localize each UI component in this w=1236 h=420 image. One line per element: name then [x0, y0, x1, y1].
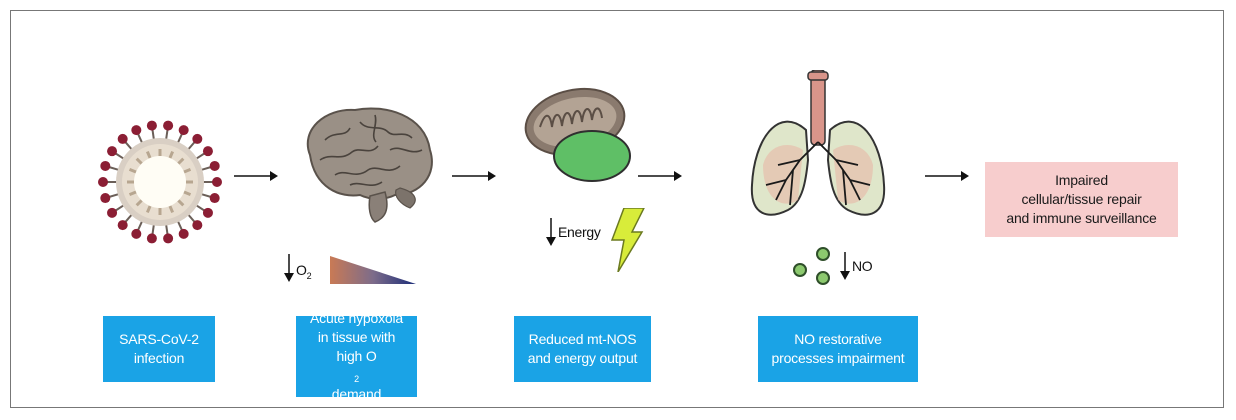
virus-spike [131, 229, 141, 239]
outcome-line-2: cellular/tissue repair [1021, 190, 1141, 209]
brain-icon [290, 100, 440, 230]
virus-spike [210, 161, 220, 171]
lungs-icon [748, 70, 888, 235]
down-arrow-no [840, 252, 850, 280]
down-arrow-oxygen [284, 254, 294, 282]
flow-arrow-3 [638, 170, 682, 182]
virus-spike [210, 193, 220, 203]
outcome-box: Impaired cellular/tissue repair and immu… [985, 162, 1178, 237]
virus-spike [163, 233, 173, 243]
energy-label: Energy [558, 224, 601, 240]
virus-spike [107, 208, 117, 218]
step-2-line-1: Acute hypoxoia [310, 309, 403, 328]
flow-arrow-2 [452, 170, 496, 182]
virus-spike [147, 233, 157, 243]
step-4-line-1: NO restorative [794, 330, 881, 349]
no-molecules-icon [790, 246, 838, 286]
outcome-line-3: and immune surveillance [1006, 209, 1156, 228]
step-label-no-impairment: NO restorative processes impairment [758, 316, 918, 382]
oxygen-label: O2 [296, 262, 311, 278]
step-1-line-2: infection [134, 349, 184, 368]
step-3-line-2: and energy output [528, 349, 637, 368]
virus-spike [131, 125, 141, 135]
step-1-line-1: SARS-CoV-2 [119, 330, 199, 349]
virus-spike [107, 146, 117, 156]
virus-icon [95, 120, 225, 245]
virus-spike [212, 177, 222, 187]
outcome-line-1: Impaired [1055, 171, 1108, 190]
virus-spike [118, 220, 128, 230]
virus-spike [98, 177, 108, 187]
virus-spike [147, 121, 157, 131]
flow-arrow-4 [925, 170, 969, 182]
virus-spike [179, 125, 189, 135]
virus-spike [203, 146, 213, 156]
virus-spike [203, 208, 213, 218]
virus-spike [118, 134, 128, 144]
step-4-line-2: processes impairment [772, 349, 905, 368]
virus-spike [163, 121, 173, 131]
step-label-mt-nos: Reduced mt-NOS and energy output [514, 316, 651, 382]
no-label: NO [852, 258, 872, 274]
oxygen-gradient-wedge [330, 256, 416, 284]
virus-spike [179, 229, 189, 239]
mitochondrion-icon [520, 82, 640, 192]
lightning-icon [610, 208, 646, 272]
virus-spike [192, 220, 202, 230]
step-2-line-2: in tissue with [318, 328, 395, 347]
step-3-line-1: Reduced mt-NOS [529, 330, 637, 349]
virus-spike [192, 134, 202, 144]
flow-arrow-1 [234, 170, 278, 182]
step-label-infection: SARS-CoV-2 infection [103, 316, 215, 382]
virus-spike [100, 161, 110, 171]
virus-spike [100, 193, 110, 203]
down-arrow-energy [546, 218, 556, 246]
